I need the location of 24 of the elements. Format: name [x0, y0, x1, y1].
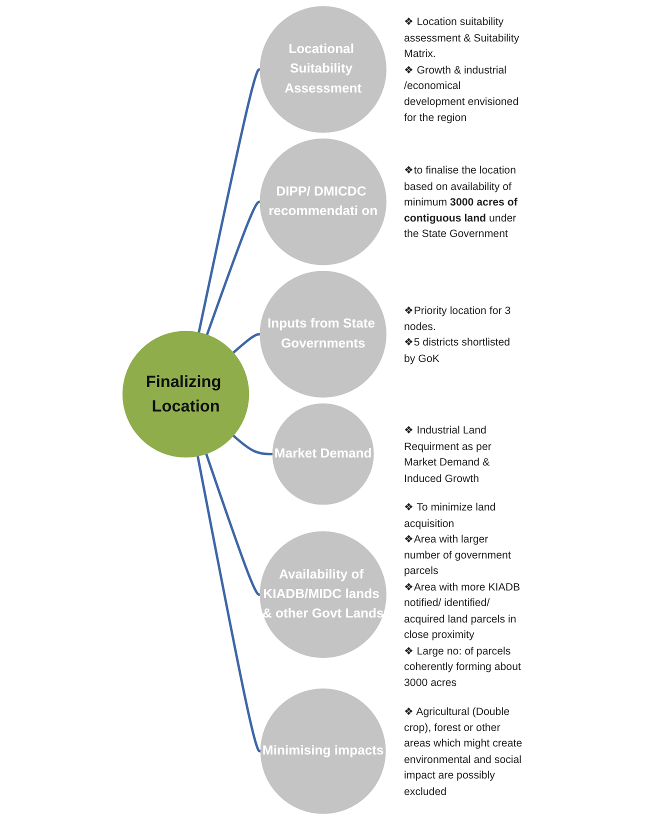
connector: [206, 200, 260, 336]
connector: [205, 453, 260, 596]
connector: [232, 333, 260, 354]
connector: [196, 456, 262, 752]
node-label: ❖Area with larger number of government parcels: [404, 532, 511, 577]
node-label: ❖ To minimize land acquisition: [404, 500, 496, 529]
node-circle: Inputs from State Governments: [260, 270, 386, 398]
node-label: ❖Area with more KIADB notified/ identified/ acquired land parcels in close proximity: [404, 580, 520, 640]
connector: [198, 68, 261, 333]
node-circle: Finalizing Location: [122, 330, 250, 458]
node-label: ❖ Agricultural (Double crop), forest or other areas which might create environmental and social impact are possibly excluded: [404, 704, 522, 797]
node-circle: Availability of KIADB/MIDC lands & other Govt Lands: [260, 531, 386, 658]
node-label: ❖ Growth & industrial /economical development envisioned for the region: [404, 63, 519, 124]
node-circle: Locational Suitability Assessment: [260, 6, 386, 133]
node-label: ❖ Large no: of parcels coherently forming about 3000 acres: [404, 644, 521, 688]
node-label: ❖5 districts shortlisted by GoK: [404, 336, 510, 364]
node-label: ❖to finalise the location based on availability of minimum 3000 acres of contiguous land under the State Government: [404, 164, 518, 240]
node-circle: DIPP/ DMICDC recommendati on: [260, 138, 386, 266]
connector: [232, 434, 273, 456]
node-label: ❖ Industrial Land Requirment as per Market Demand & Induced Growth: [404, 424, 492, 484]
node-circle: Minimising impacts: [260, 688, 386, 814]
node-label: ❖Priority location for 3 nodes.: [404, 304, 511, 332]
node-label: ❖ Location suitability assessment & Suitability Matrix.: [404, 15, 520, 60]
node-circle: Market Demand: [272, 403, 374, 505]
